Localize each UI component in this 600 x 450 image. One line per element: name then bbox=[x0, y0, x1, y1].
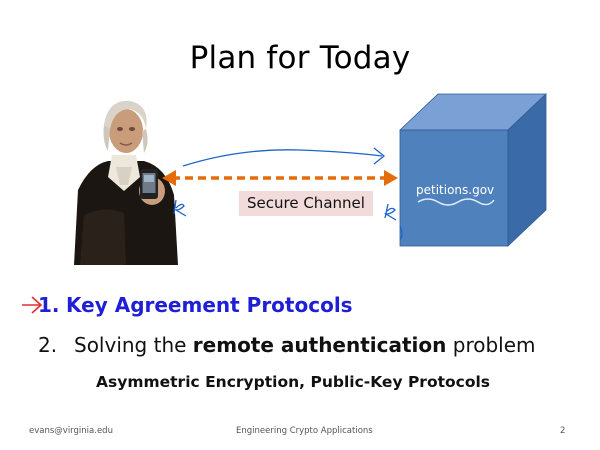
server-label: petitions.gov bbox=[416, 183, 495, 197]
footer-email: evans@virginia.edu bbox=[29, 426, 113, 436]
list-item-2-post: problem bbox=[446, 333, 536, 357]
list-item-2: 2. Solving the remote authentication prob… bbox=[38, 333, 536, 357]
marker-arrow-icon bbox=[22, 296, 43, 314]
sub-bold-2: Public-Key Protocols bbox=[310, 373, 491, 391]
slide-title: Plan for Today bbox=[189, 40, 411, 76]
list-item-2-number: 2. bbox=[38, 333, 58, 357]
server-cube-icon bbox=[398, 93, 548, 247]
sub-bold-1: Asymmetric Encryption bbox=[96, 373, 300, 391]
ink-arc-top bbox=[182, 149, 383, 167]
portrait-figure-icon bbox=[74, 100, 178, 265]
list-item-2-bold: remote authentication bbox=[192, 333, 447, 357]
list-item-2-pre: Solving the bbox=[74, 333, 193, 357]
list-subitem: Asymmetric Encryption, Public-Key Protoc… bbox=[96, 373, 490, 391]
ink-arrowhead-top bbox=[373, 147, 386, 165]
list-item-1: 1.Key Agreement Protocols bbox=[38, 293, 353, 317]
list-item-1-text: Key Agreement Protocols bbox=[66, 293, 353, 317]
list-item-1-number: 1. bbox=[38, 293, 60, 317]
footer-page-number: 2 bbox=[560, 426, 566, 436]
sub-separator: , bbox=[299, 373, 311, 391]
ink-k-right bbox=[383, 203, 397, 221]
footer-course: Engineering Crypto Applications bbox=[236, 426, 373, 436]
secure-channel-label: Secure Channel bbox=[239, 191, 373, 216]
arrowhead-right bbox=[384, 170, 398, 186]
